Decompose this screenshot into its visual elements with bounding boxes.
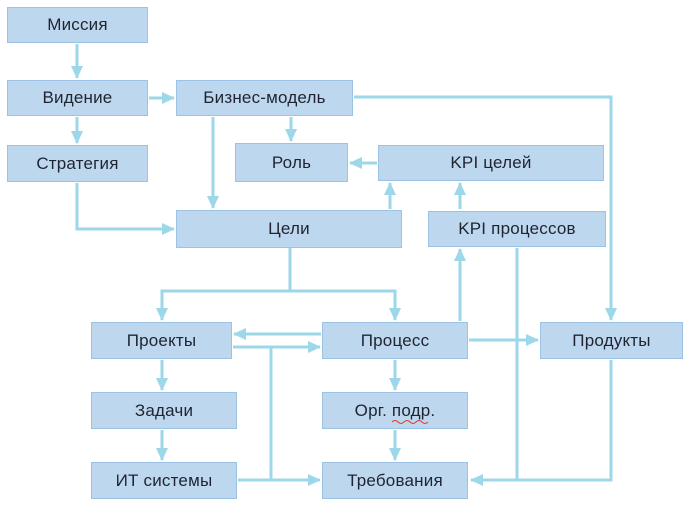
node-kpi-goals-label: KPI целей	[450, 153, 532, 172]
node-kpi-processes-label: KPI процессов	[458, 219, 576, 238]
node-goals: Цели	[176, 210, 402, 248]
node-org-unit-label: Орг. подр.	[354, 400, 436, 420]
node-business-model: Бизнес-модель	[176, 80, 353, 116]
node-requirements: Требования	[322, 462, 468, 499]
node-it-systems-label: ИТ системы	[115, 470, 213, 490]
node-goals-label: Цели	[268, 219, 310, 238]
node-mission: Миссия	[7, 7, 148, 43]
node-role-label: Роль	[271, 152, 312, 172]
spellcheck-underline	[391, 420, 429, 424]
node-vision: Видение	[7, 80, 148, 116]
arrow-goals-projects	[156, 289, 290, 321]
node-kpi-goals: KPI целей	[378, 145, 604, 181]
node-products-label: Продукты	[572, 330, 651, 350]
node-tasks-label: Задачи	[134, 400, 194, 420]
node-process: Процесс	[322, 322, 468, 359]
node-projects: Проекты	[91, 322, 232, 359]
node-projects-label: Проекты	[126, 330, 197, 350]
arrow-business-model-products	[354, 95, 617, 321]
node-role: Роль	[235, 143, 348, 182]
arrow-products-requirements	[470, 360, 613, 486]
node-tasks: Задачи	[91, 392, 237, 429]
arrow-goals-process	[290, 289, 401, 321]
node-org-unit: Орг. подр.	[322, 392, 468, 429]
node-process-label: Процесс	[360, 330, 430, 350]
node-kpi-processes: KPI процессов	[428, 211, 606, 247]
node-mission-label: Миссия	[47, 15, 108, 34]
node-products: Продукты	[540, 322, 683, 359]
node-business-model-label: Бизнес-модель	[203, 88, 326, 107]
node-requirements-label: Требования	[347, 470, 443, 490]
node-strategy-label: Стратегия	[36, 153, 119, 173]
node-it-systems: ИТ системы	[91, 462, 237, 499]
arrow-strategy-goals	[75, 183, 175, 235]
node-vision-label: Видение	[42, 88, 113, 107]
node-strategy: Стратегия	[7, 145, 148, 182]
